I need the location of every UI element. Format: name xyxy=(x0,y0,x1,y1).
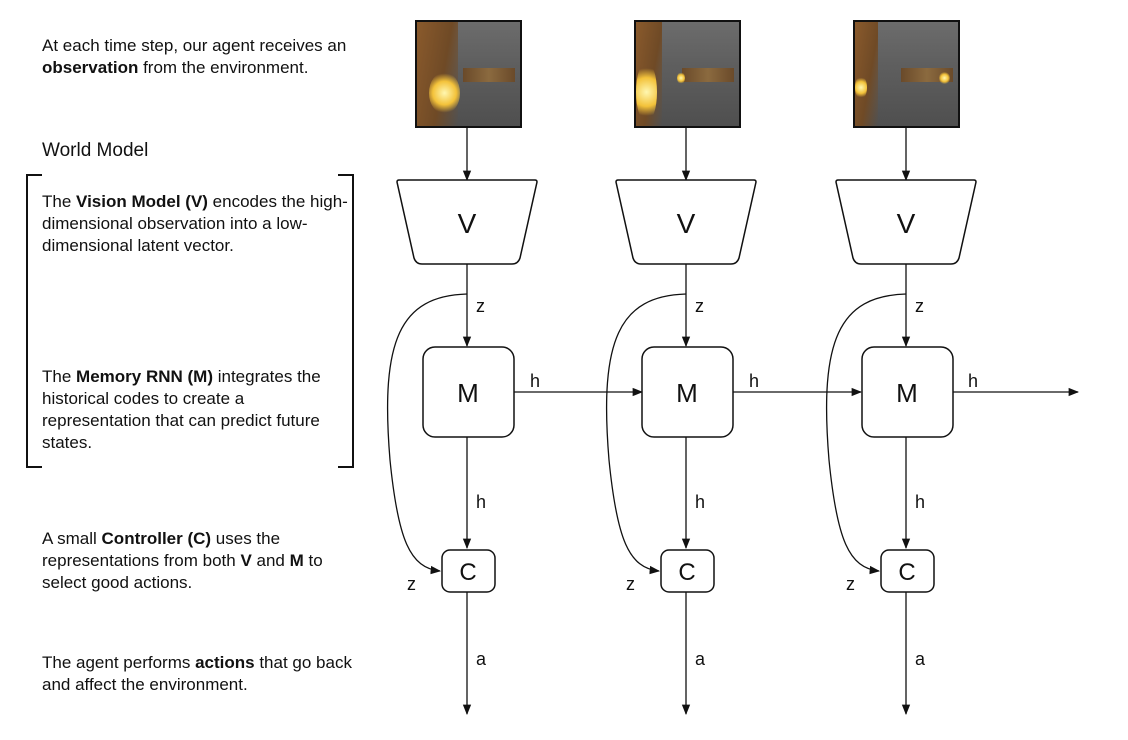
controller-3 xyxy=(880,549,935,593)
world-model-left-bracket xyxy=(26,174,42,468)
observation-image-2 xyxy=(634,20,741,128)
h-label: h xyxy=(915,492,925,512)
vision-model-2 xyxy=(615,179,757,265)
world-model-title: World Model xyxy=(42,140,149,161)
z-skip-connection xyxy=(387,293,468,575)
memory-description: The Memory RNN (M) integrates the histor… xyxy=(42,367,321,452)
column-3: V z M h h z C a xyxy=(826,126,1080,716)
vision-description: The Vision Model (V) encodes the high-di… xyxy=(42,192,348,255)
z-skip-connection xyxy=(606,293,687,575)
world-model-right-bracket xyxy=(338,174,354,468)
h-label: h xyxy=(530,371,540,391)
h-label: h xyxy=(476,492,486,512)
z-label: z xyxy=(846,574,855,594)
z-label: z xyxy=(915,296,924,316)
h-label: h xyxy=(968,371,978,391)
h-label: h xyxy=(749,371,759,391)
controller-m-term: M xyxy=(289,551,304,570)
h-label: h xyxy=(695,492,705,512)
action-label: a xyxy=(695,649,706,669)
action-label: a xyxy=(476,649,487,669)
action-label: a xyxy=(915,649,926,669)
controller-v-term: V xyxy=(240,551,252,570)
z-label: z xyxy=(476,296,485,316)
column-1: V z M h h z C a xyxy=(387,126,644,716)
observation-description: At each time step, our agent receives an… xyxy=(42,36,347,77)
controller-label: C xyxy=(678,559,695,586)
z-skip-connection xyxy=(826,293,907,575)
memory-rnn-label: M xyxy=(896,378,918,408)
action-description: The agent performs actions that go back … xyxy=(42,653,352,694)
action-term: actions xyxy=(195,653,255,672)
z-label: z xyxy=(407,574,416,594)
z-label: z xyxy=(695,296,704,316)
z-label: z xyxy=(626,574,635,594)
controller-label: C xyxy=(898,559,915,586)
controller-description: A small Controller (C) uses the represen… xyxy=(42,529,323,592)
memory-rnn-label: M xyxy=(676,378,698,408)
controller-1 xyxy=(441,549,496,593)
controller-term: Controller (C) xyxy=(101,529,212,548)
vision-model-1 xyxy=(396,179,538,265)
memory-rnn-label: M xyxy=(457,378,479,408)
memory-term: Memory RNN (M) xyxy=(76,367,213,386)
vision-model-label: V xyxy=(677,208,696,239)
observation-term: observation xyxy=(42,58,139,77)
vision-model-label: V xyxy=(897,208,916,239)
vision-term: Vision Model (V) xyxy=(76,192,208,211)
column-2: V z M h h z C a xyxy=(606,126,863,716)
vision-model-3 xyxy=(835,179,977,265)
observation-image-1 xyxy=(415,20,522,128)
controller-label: C xyxy=(459,559,476,586)
vision-model-label: V xyxy=(458,208,477,239)
controller-2 xyxy=(660,549,715,593)
observation-image-3 xyxy=(853,20,960,128)
